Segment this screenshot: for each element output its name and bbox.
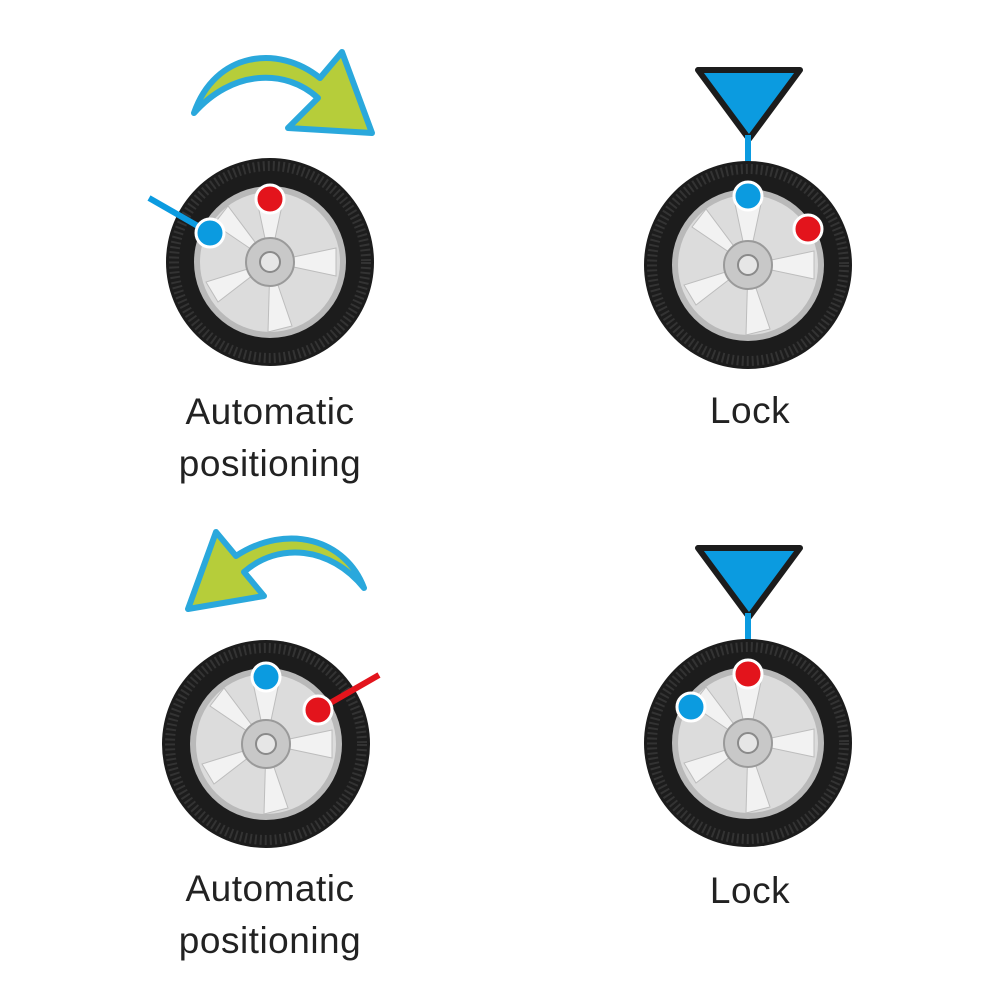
red-valve-dot-icon xyxy=(732,658,764,690)
panel-lock-bottom: Lock xyxy=(500,500,1000,1000)
caption: Lock xyxy=(500,865,1000,917)
caption-line-1: Lock xyxy=(709,390,791,431)
caption-line-1: Automatic xyxy=(185,868,355,909)
tire-tread xyxy=(647,164,849,366)
panel-4-illustration xyxy=(644,545,852,847)
caption-line-1: Automatic xyxy=(185,391,355,432)
wheel xyxy=(162,640,370,848)
rotate-clockwise-arrow-icon xyxy=(191,49,375,136)
lock-pointer-triangle-icon xyxy=(695,545,803,620)
blue-sensor-dot-icon xyxy=(675,691,707,723)
wheel xyxy=(644,639,852,847)
wheel xyxy=(644,161,852,369)
rotate-counterclockwise-arrow-icon xyxy=(185,529,367,612)
panel-1-illustration xyxy=(147,49,375,366)
hub-center xyxy=(737,732,759,754)
tire-tread xyxy=(647,642,849,844)
caption-line-2: positioning xyxy=(178,443,362,484)
red-valve-dot-icon xyxy=(254,183,286,215)
panel-2-illustration xyxy=(644,67,852,369)
panel-auto-positioning-counterclockwise: Automatic positioning xyxy=(0,500,500,1000)
blue-sensor-dot-icon xyxy=(732,180,764,212)
tire-tread xyxy=(169,161,371,363)
lock-pointer-triangle-icon xyxy=(695,67,803,142)
hub-center xyxy=(259,251,281,273)
red-valve-dot-icon xyxy=(302,694,334,726)
panel-3-illustration xyxy=(162,529,381,848)
hub-center xyxy=(737,254,759,276)
tire-tread xyxy=(165,643,367,845)
caption-line-1: Lock xyxy=(709,870,791,911)
panel-auto-positioning-clockwise: Automatic positioning xyxy=(0,0,500,500)
caption: Automatic positioning xyxy=(20,863,520,967)
blue-sensor-dot-icon xyxy=(250,661,282,693)
hub-center xyxy=(255,733,277,755)
caption: Automatic positioning xyxy=(20,386,520,490)
caption-line-2: positioning xyxy=(178,920,362,961)
panel-lock-top: Lock xyxy=(500,0,1000,500)
wheel xyxy=(166,158,374,366)
caption: Lock xyxy=(500,385,1000,437)
blue-sensor-dot-icon xyxy=(194,217,226,249)
red-valve-dot-icon xyxy=(792,213,824,245)
